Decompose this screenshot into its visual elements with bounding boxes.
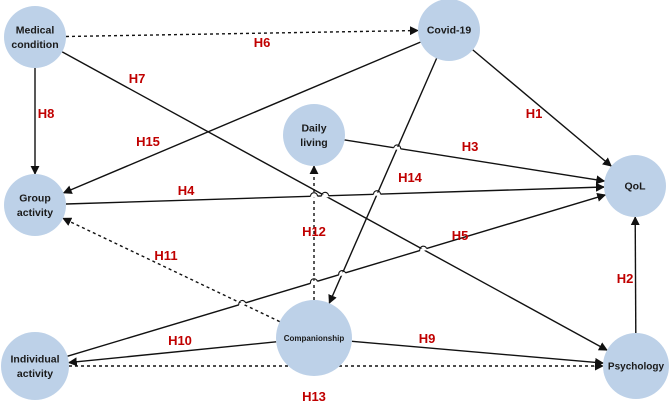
hop-arc-h4-h14 [372, 190, 382, 195]
hop-arc-h3-h14 [393, 144, 402, 149]
hypothesis-label-h14: H14 [398, 170, 423, 185]
hop-arc-h4-h7 [321, 191, 330, 196]
edge-h9-companion-to-psychology [351, 340, 604, 367]
edges-layer [30, 26, 640, 371]
edge-h5-individual-to-qol [67, 192, 607, 357]
hypothesis-label-h15: H15 [136, 134, 160, 149]
hop-arc-h4-h12 [309, 192, 319, 197]
node-circle-companion [276, 300, 352, 376]
hypothesis-label-h4: H4 [178, 183, 195, 198]
node-medical: Medical condition [4, 6, 66, 68]
node-label-daily-line-2: living [300, 137, 327, 149]
hypothesis-label-h6: H6 [254, 35, 271, 50]
node-individual: Individual activity [1, 332, 69, 400]
hop-gap-h5-h14 [338, 271, 346, 277]
edge-h14-covid-to-companion [328, 58, 438, 305]
hypothesis-label-h9: H9 [419, 331, 436, 346]
hop-arc-h5-h12 [309, 278, 318, 284]
node-psychology: Psychology [603, 333, 669, 399]
edge-h1-covid-to-qol [472, 49, 612, 167]
hop-arc-h5-h14 [338, 270, 347, 276]
node-covid: Covid-19 [418, 0, 480, 61]
hypothesis-label-h7: H7 [129, 71, 146, 86]
edge-h15-covid-to-group [62, 41, 421, 194]
hypothesis-label-h12: H12 [302, 224, 326, 239]
node-label-medical-line-2: condition [11, 39, 58, 51]
node-companion: Companionship [276, 300, 352, 376]
edge-h3-daily-to-qol [344, 139, 606, 185]
node-group: Group activity [4, 174, 66, 236]
node-circle-group [4, 174, 66, 236]
crossing-hops-layer [238, 144, 428, 307]
hop-gap-h5-h7 [419, 247, 428, 252]
node-circle-daily [283, 104, 345, 166]
hypothesis-label-h2: H2 [617, 271, 634, 286]
hypothesis-label-h11: H11 [154, 248, 177, 263]
hypothesis-label-h13: H13 [302, 389, 326, 404]
node-label-individual-line-2: activity [17, 368, 53, 380]
node-label-psychology-line-1: Psychology [608, 362, 665, 373]
edge-h7-medical-to-psychology [61, 51, 608, 351]
hop-arc-h5-h11 [238, 299, 247, 305]
node-label-group-line-2: activity [17, 207, 53, 219]
node-label-covid-line-1: Covid-19 [427, 25, 472, 37]
node-circle-qol [604, 155, 666, 217]
node-circle-covid [418, 0, 480, 61]
node-label-companion-line-1: Companionship [284, 334, 345, 343]
hop-gap-h3-h14 [393, 146, 401, 151]
hop-gap-h5-h11 [238, 301, 247, 307]
hypothesis-label-h10: H10 [168, 333, 192, 348]
node-circle-psychology [603, 333, 669, 399]
node-label-medical-line-1: Medical [16, 24, 55, 36]
hypothesis-label-h5: H5 [452, 228, 469, 243]
hop-arc-h5-h7 [419, 245, 428, 251]
node-label-daily-line-1: Daily [301, 122, 326, 134]
edge-h11-companion-to-group [62, 217, 281, 323]
node-label-individual-line-1: Individual [10, 353, 59, 365]
hypothesis-label-h8: H8 [38, 106, 55, 121]
node-label-qol-line-1: QoL [625, 181, 647, 193]
node-circle-medical [4, 6, 66, 68]
node-daily: Daily living [283, 104, 345, 166]
node-qol: QoL [604, 155, 666, 217]
hypothesis-label-h3: H3 [462, 139, 479, 154]
node-circle-individual [1, 332, 69, 400]
node-label-group-line-1: Group [19, 192, 51, 204]
edge-h4-group-to-qol [65, 182, 605, 205]
edge-h10-companion-to-individual [67, 341, 277, 367]
hop-gap-h5-h12 [310, 279, 318, 285]
hypothesis-label-h1: H1 [526, 106, 543, 121]
edge-h2-psychology-to-qol [630, 216, 640, 334]
edge-h6-medical-to-covid [65, 26, 419, 38]
